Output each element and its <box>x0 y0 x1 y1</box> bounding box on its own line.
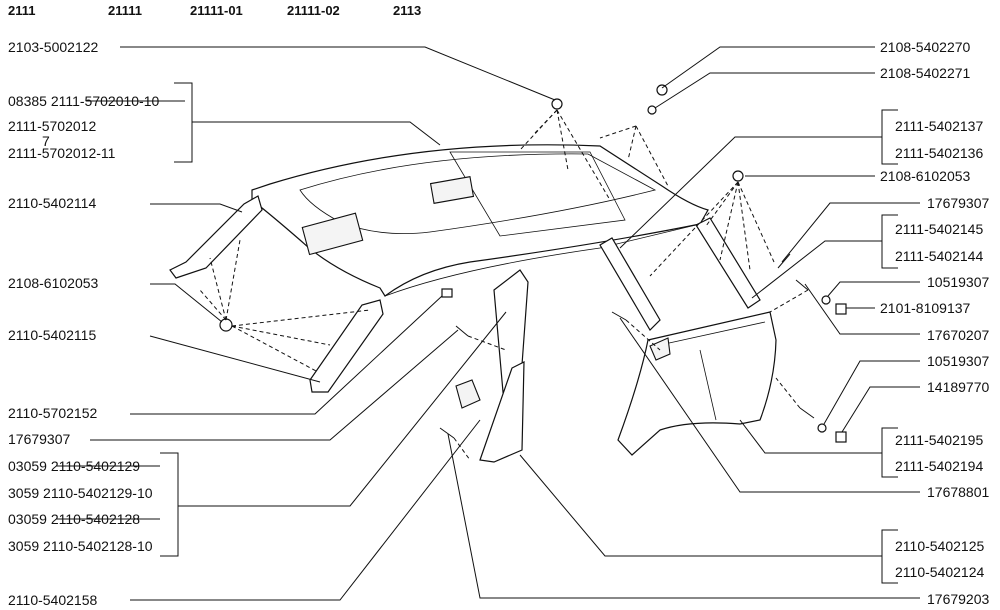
part-label: 2108-6102053 <box>8 275 99 291</box>
b-pillar-trim <box>455 269 529 463</box>
screw <box>439 427 455 439</box>
part-label: 14189770 <box>927 379 990 395</box>
part-label: 2108-5402270 <box>880 39 971 55</box>
part-label: 2111-5402195 <box>895 432 983 448</box>
part-label: 10519307 <box>927 274 990 290</box>
part-label: 2111-5702012-11 <box>8 145 116 161</box>
part-label: 2111-5402136 <box>895 145 983 161</box>
part-label: 2110-5402114 <box>8 195 96 211</box>
fastener-dash-lines <box>199 109 809 461</box>
c-pillar-trim <box>599 237 661 331</box>
part-label: 2110-5402124 <box>895 564 984 580</box>
screw <box>795 279 809 291</box>
part-label: 2108-5402271 <box>880 65 971 81</box>
handwritten-mark: 7 <box>42 133 50 149</box>
leader-lines <box>90 46 920 601</box>
screw <box>799 407 815 419</box>
part-label: 3059 2110-5402129-10 <box>8 485 153 501</box>
front-pillar-trim <box>169 195 263 279</box>
part-label: 17678801 <box>927 484 990 500</box>
bracket <box>160 452 179 557</box>
model-code: 21111-02 <box>287 3 340 18</box>
screw <box>455 325 469 337</box>
nut <box>821 295 831 305</box>
side-trim <box>309 299 384 393</box>
model-code: 21111 <box>108 3 142 18</box>
part-label: 2101-8109137 <box>880 300 971 316</box>
part-label: 2103-5002122 <box>8 39 99 55</box>
clip <box>441 288 453 298</box>
clip <box>835 431 847 443</box>
part-label: 10519307 <box>927 353 990 369</box>
luggage-side-trim <box>617 311 777 456</box>
part-label: 17679307 <box>8 431 71 447</box>
clip <box>732 170 744 182</box>
part-label: 2108-6102053 <box>880 168 971 184</box>
clip <box>835 303 847 315</box>
bracket <box>174 82 193 163</box>
part-label: 2110-5702152 <box>8 405 97 421</box>
model-code: 2113 <box>393 3 421 18</box>
part-label: 2110-5402115 <box>8 327 96 343</box>
clip <box>656 84 668 96</box>
d-pillar-trim <box>695 217 761 309</box>
part-label: 2111-5402145 <box>895 221 983 237</box>
part-label: 17679307 <box>927 195 990 211</box>
model-code: 2111 <box>8 3 36 18</box>
part-label: 17679203 <box>927 591 990 607</box>
part-label: 17670207 <box>927 327 990 343</box>
part-label: 2111-5402194 <box>895 458 983 474</box>
part-label: 3059 2110-5402128-10 <box>8 538 153 554</box>
part-label: 2110-5402158 <box>8 592 97 608</box>
clip <box>647 105 657 115</box>
part-label: 2110-5402125 <box>895 538 984 554</box>
screw <box>777 253 791 269</box>
screw <box>611 311 627 321</box>
part-label: 2111-5402144 <box>895 248 983 264</box>
nut <box>817 423 827 433</box>
model-code: 21111-01 <box>190 3 243 18</box>
part-label: 2111-5702012 <box>8 118 96 134</box>
part-label: 08385 2111-5702010-10 <box>8 93 160 109</box>
roof-headliner <box>251 144 709 297</box>
clip <box>219 318 233 332</box>
part-label: 2111-5402137 <box>895 118 983 134</box>
clip <box>551 98 563 110</box>
